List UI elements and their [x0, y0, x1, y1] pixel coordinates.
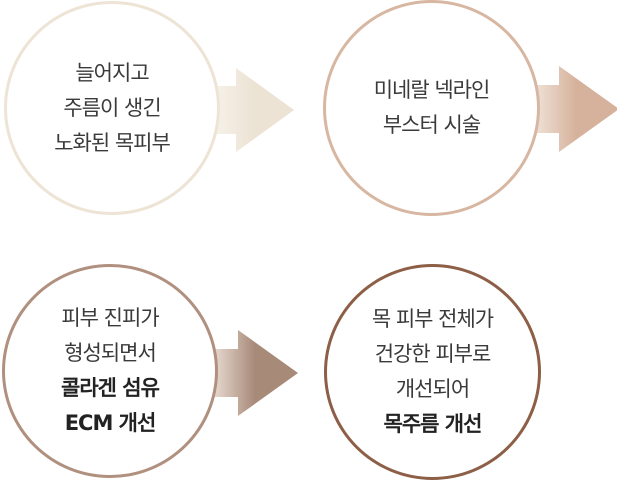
step-text-line: 부스터 시술 — [382, 113, 481, 137]
step-text-line: 건강한 피부로 — [374, 342, 492, 366]
step-circle-aging-skin: 늘어지고 주름이 생긴 노화된 목피부 — [4, 1, 220, 215]
step-text-line-bold: ECM 개선 — [64, 411, 157, 435]
step-text-line: 늘어지고 — [75, 60, 149, 85]
step-text-line: 미네랄 넥라인 — [373, 78, 491, 102]
right-arrow-icon — [212, 330, 298, 416]
step-circle-booster-treatment: 미네랄 넥라인 부스터 시술 — [323, 0, 540, 216]
step-circle-collagen-improvement: 피부 진피가 형성되면서 콜라겐 섬유 ECM 개선 — [2, 264, 218, 478]
step-text-line-bold: 목주름 개선 — [383, 412, 483, 436]
step-text-line: 개선되어 — [395, 377, 470, 401]
step-text-line: 주름이 생긴 — [63, 95, 161, 120]
step-text-line-bold: 콜라겐 섬유 — [61, 376, 160, 400]
step-text-line: 목 피부 전체가 — [371, 307, 494, 331]
step-text-line: 형성되면서 — [64, 341, 157, 365]
right-arrow-icon — [533, 66, 617, 152]
step-circle-neck-wrinkle-improvement: 목 피부 전체가 건강한 피부로 개선되어 목주름 개선 — [324, 264, 541, 480]
step-text-line: 노화된 목피부 — [54, 130, 171, 155]
right-arrow-icon — [212, 68, 294, 152]
step-text-line: 피부 진피가 — [61, 306, 159, 330]
